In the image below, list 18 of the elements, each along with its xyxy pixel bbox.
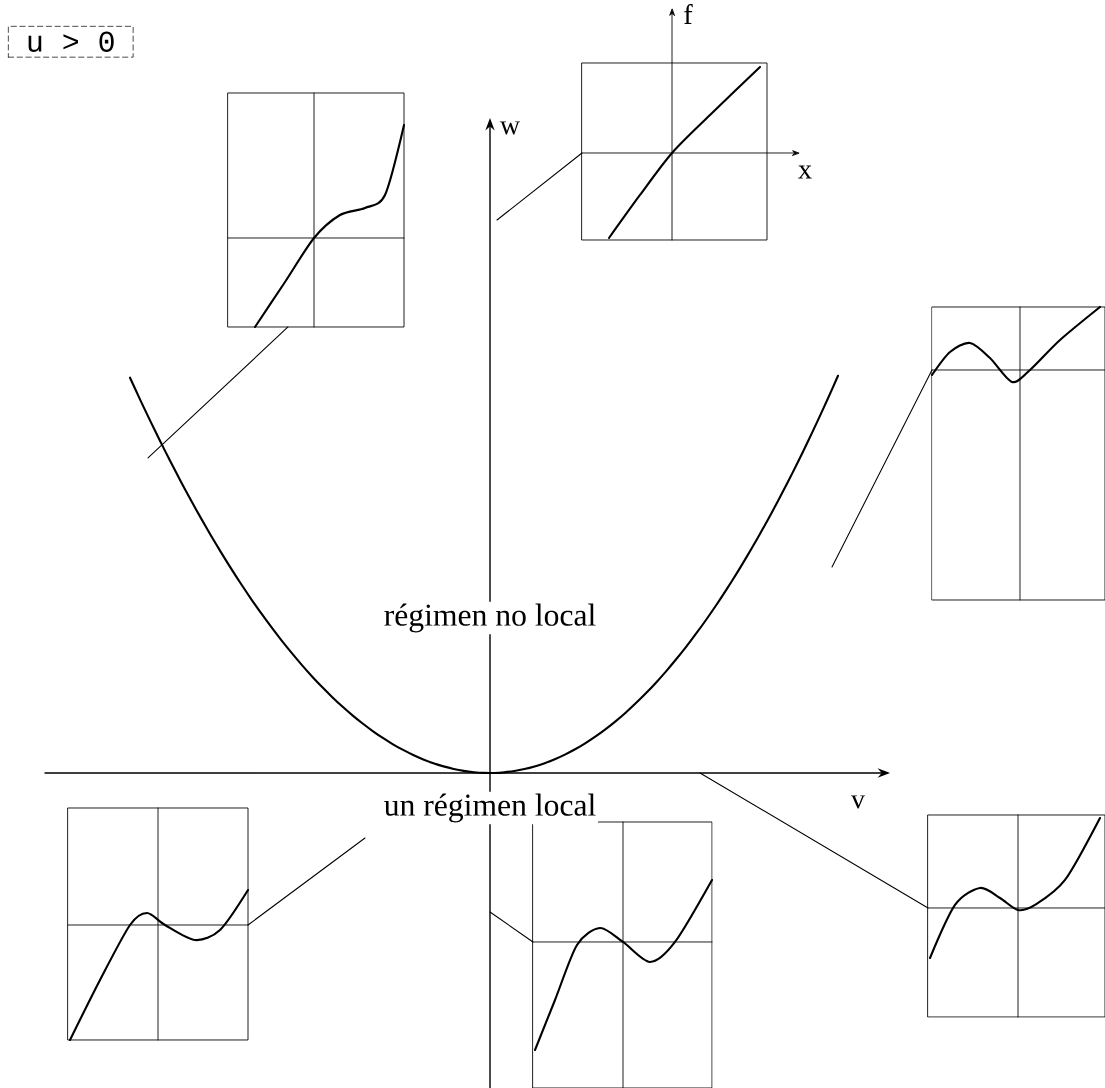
axis-label: w	[498, 119, 522, 137]
condition-box: u > 0	[8, 26, 134, 58]
leader-line	[831, 369, 933, 568]
region-label: régimen no local	[381, 601, 599, 635]
axis-label: x	[796, 163, 814, 181]
leader-line	[489, 911, 534, 943]
leader-line	[699, 772, 929, 909]
axis-label: f	[681, 2, 695, 26]
plot-inset-drawing	[67, 807, 250, 1042]
plot-inset-drawing	[532, 821, 714, 1088]
axis-label: v	[849, 793, 867, 811]
leader-line	[247, 837, 366, 926]
plot-inset-drawing	[227, 92, 406, 329]
plot-inset-drawing	[927, 814, 1105, 1018]
region-label: un régimen local	[381, 791, 599, 825]
plot-inset-drawing	[930, 305, 1105, 601]
leader-line	[496, 152, 583, 221]
leader-line	[147, 326, 289, 459]
